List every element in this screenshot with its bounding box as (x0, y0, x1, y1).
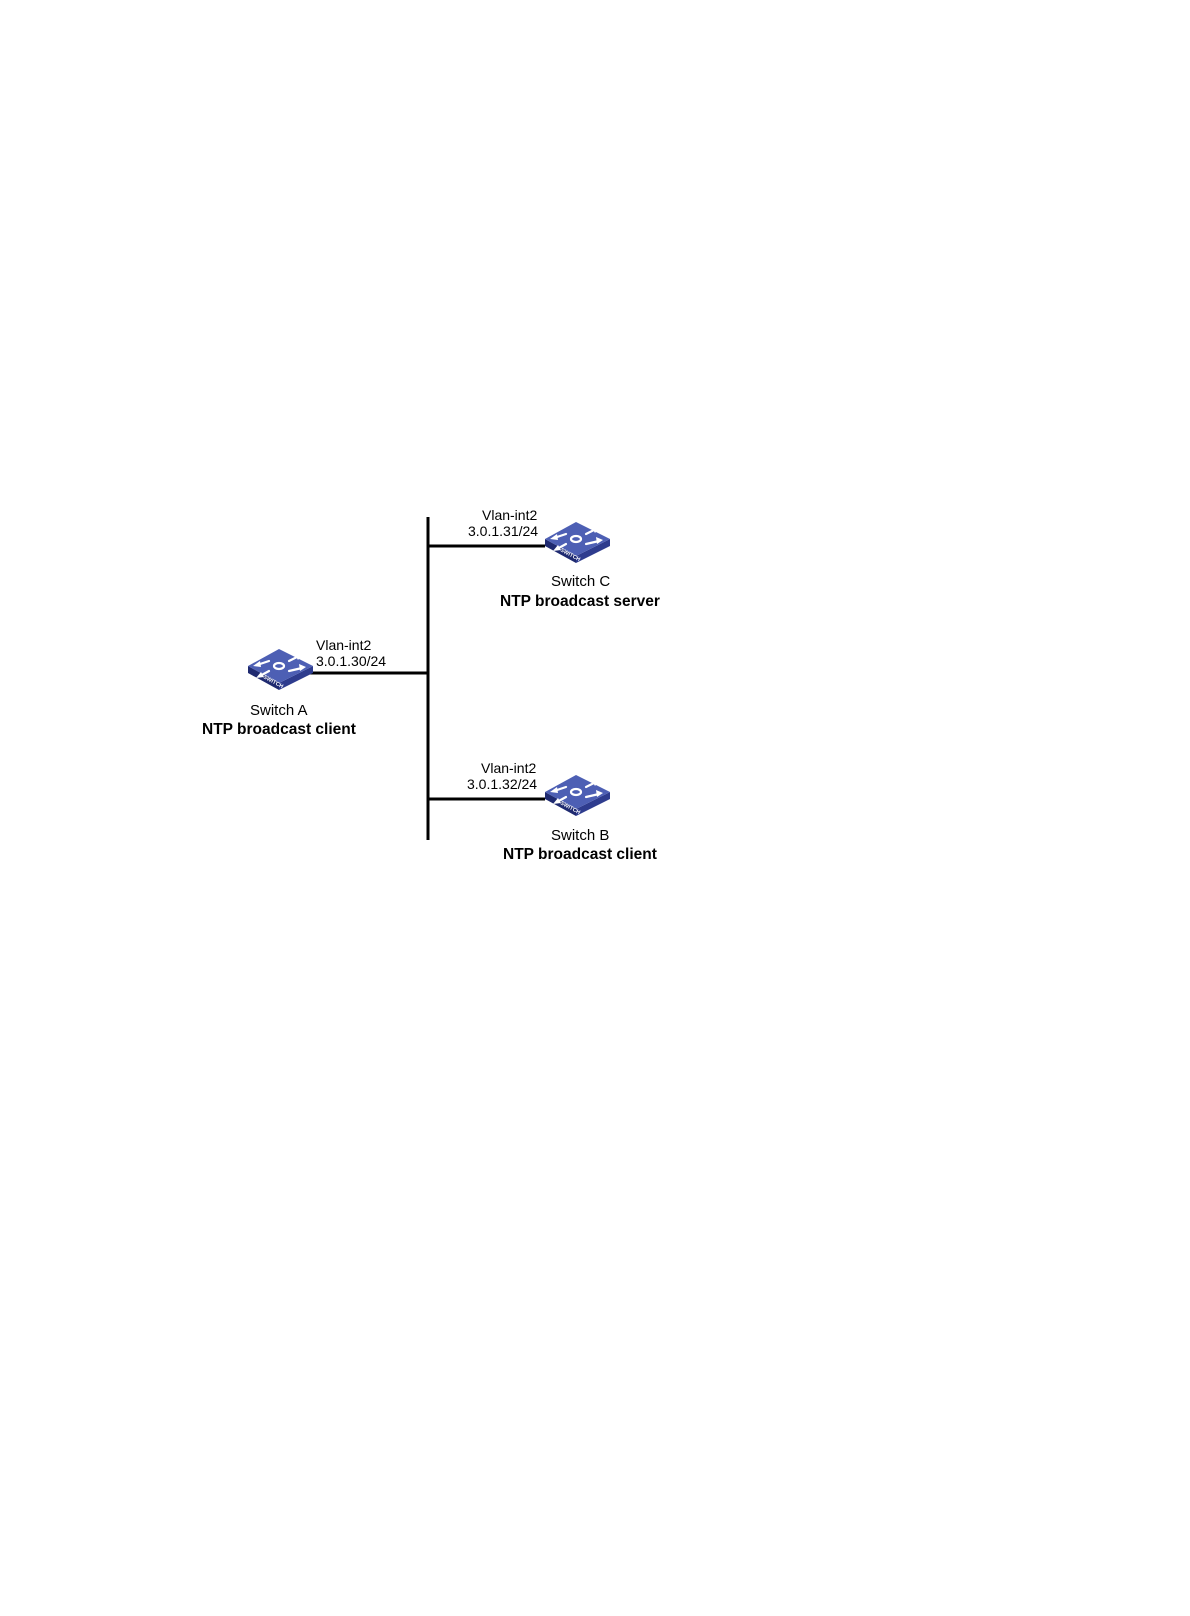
ip-label: 3.0.1.32/24 (467, 776, 537, 792)
switch-icon: SWITCH (248, 649, 313, 690)
switch-role: NTP broadcast client (202, 721, 356, 738)
switch-c-node[interactable]: SWITCH Vlan-int2 3.0.1.31/24 Switch C NT… (468, 507, 660, 610)
switch-name: Switch B (551, 827, 609, 844)
interface-label: Vlan-int2 (316, 637, 371, 653)
switch-icon: SWITCH (545, 775, 610, 816)
switch-role: NTP broadcast client (503, 846, 657, 863)
ip-label: 3.0.1.31/24 (468, 523, 538, 539)
switch-name: Switch C (551, 573, 610, 590)
switch-a-node[interactable]: SWITCH Vlan-int2 3.0.1.30/24 Switch A NT… (202, 637, 386, 738)
interface-label: Vlan-int2 (482, 507, 537, 523)
switch-icon: SWITCH (545, 522, 610, 563)
switch-role: NTP broadcast server (500, 593, 660, 610)
switch-b-node[interactable]: SWITCH Vlan-int2 3.0.1.32/24 Switch B NT… (467, 760, 657, 863)
switch-name: Switch A (250, 702, 308, 719)
ip-label: 3.0.1.30/24 (316, 653, 386, 669)
interface-label: Vlan-int2 (481, 760, 536, 776)
